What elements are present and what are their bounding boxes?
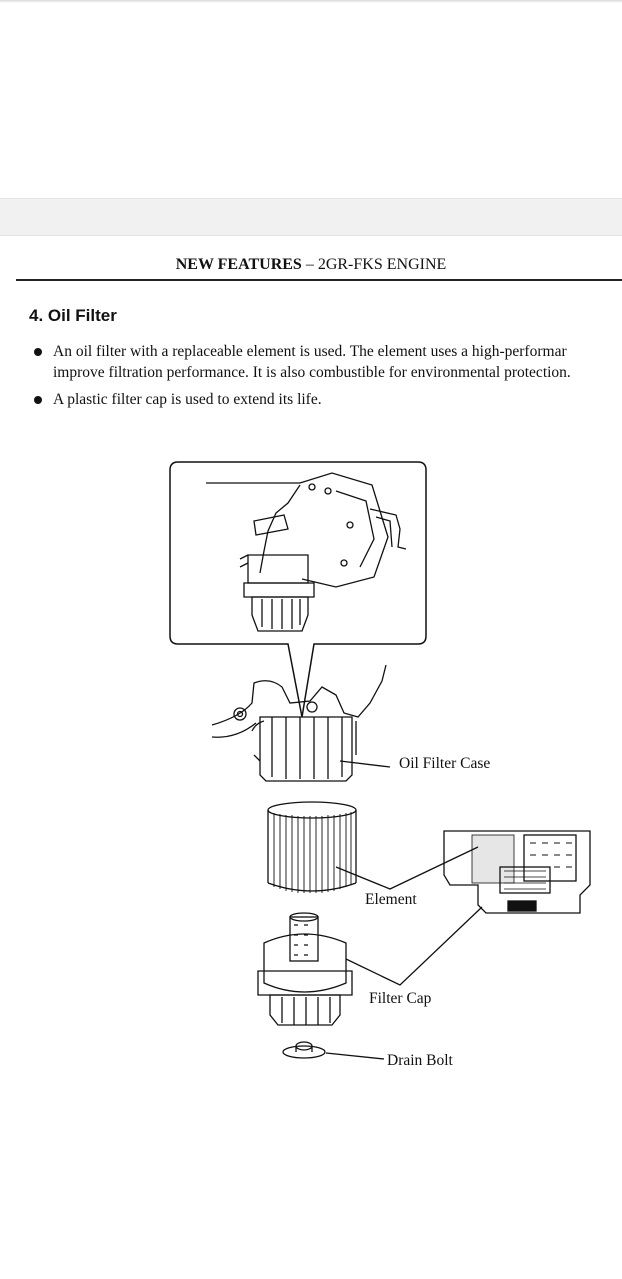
label-filter-cap: Filter Cap (369, 990, 432, 1007)
label-element: Element (365, 891, 417, 908)
label-oil-filter-case: Oil Filter Case (399, 755, 491, 772)
page-separator (0, 198, 622, 236)
section-title: 4. Oil Filter (29, 306, 117, 325)
bullet-text-line: An oil filter with a replaceable element… (53, 343, 567, 360)
bullet-item: An oil filter with a replaceable element… (34, 341, 622, 383)
header-title-rest: – 2GR-FKS ENGINE (301, 256, 447, 273)
oil-filter-illustration (169, 461, 591, 1060)
bullet-text-line: improve filtration performance. It is al… (53, 364, 571, 381)
bullet-dot-icon (34, 396, 42, 404)
oil-filter-diagram: Oil Filter Case Element Filter Cap Drain… (160, 455, 600, 1085)
page-header: NEW FEATURES – 2GR-FKS ENGINE (0, 256, 622, 274)
bullet-text-line: A plastic filter cap is used to extend i… (53, 391, 322, 408)
header-rule (16, 279, 622, 281)
bullet-dot-icon (34, 348, 42, 356)
bullet-item: A plastic filter cap is used to extend i… (34, 389, 622, 410)
header-title-bold: NEW FEATURES (175, 256, 302, 273)
label-drain-bolt: Drain Bolt (387, 1052, 453, 1069)
top-edge-shadow (0, 0, 622, 3)
bullet-list: An oil filter with a replaceable element… (34, 341, 622, 416)
